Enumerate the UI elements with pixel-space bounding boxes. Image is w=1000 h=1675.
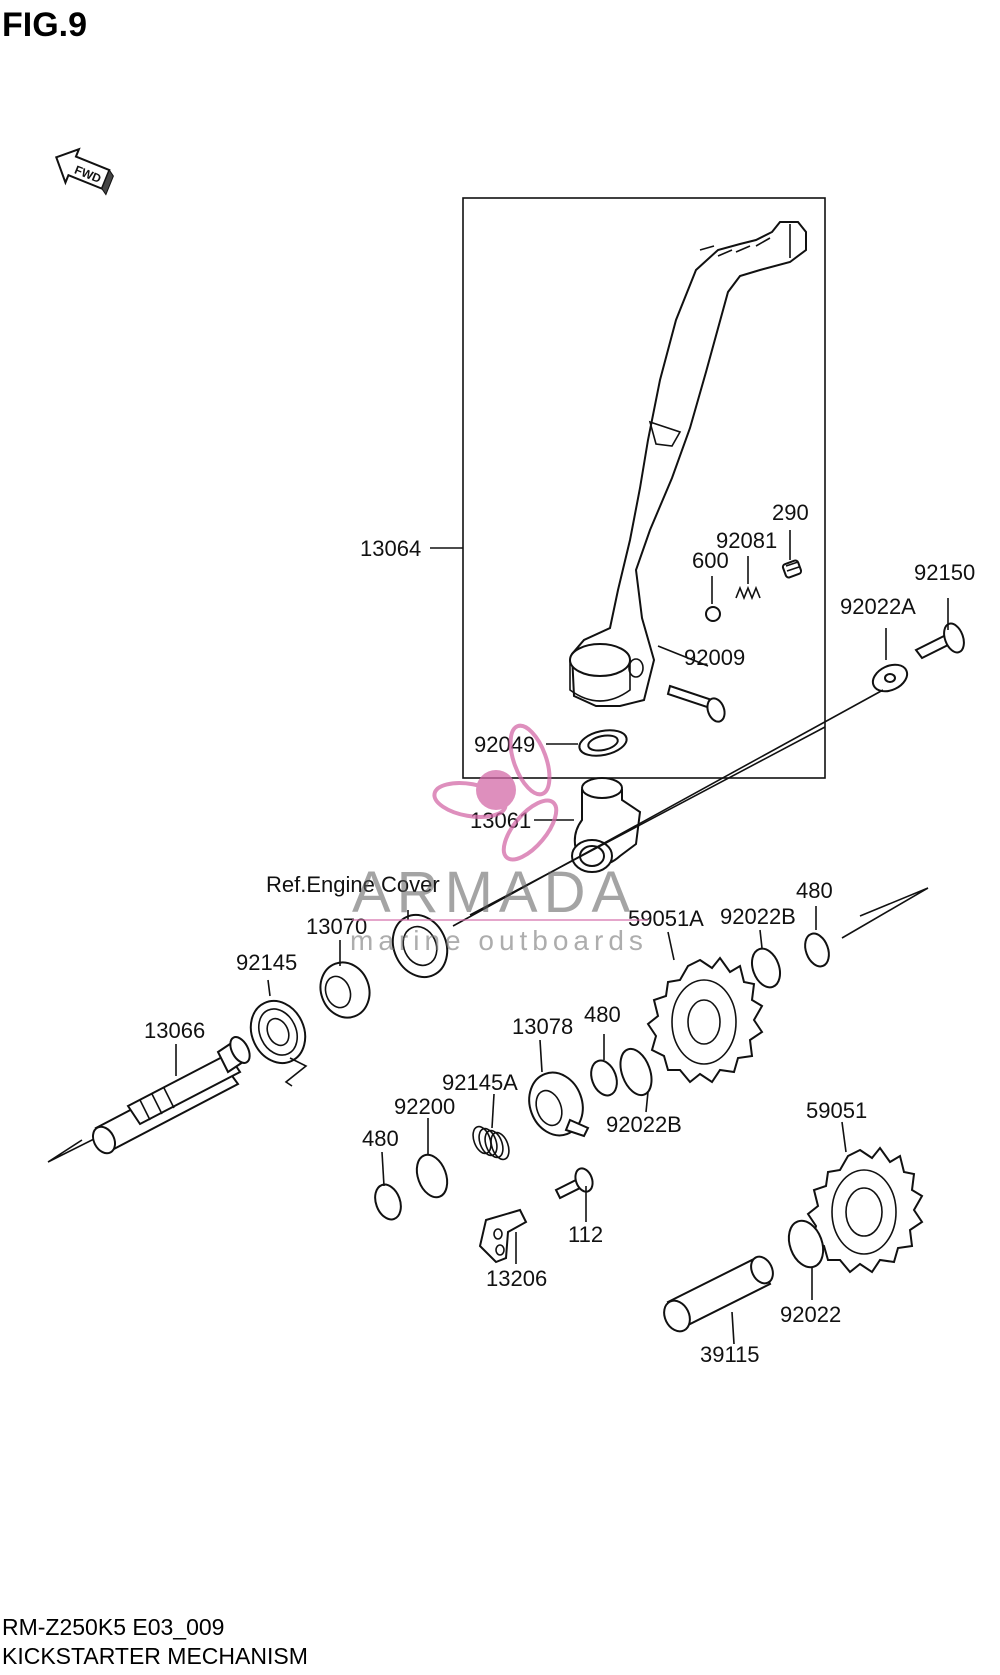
circlip-480-upper-part <box>804 932 830 968</box>
watermark-brand: ARMADA <box>352 860 636 925</box>
washer-92022B-lower-part <box>619 1047 653 1097</box>
part-label-92022B-upper[interactable]: 92022B <box>720 904 796 929</box>
part-label-480-middle[interactable]: 480 <box>584 1002 621 1027</box>
washer-92022-part <box>787 1219 825 1269</box>
part-label-59051[interactable]: 59051 <box>806 1098 867 1123</box>
part-label-92049[interactable]: 92049 <box>474 732 535 757</box>
propeller-logo-icon <box>432 723 559 862</box>
bolt-112-part <box>554 1167 594 1200</box>
part-label-480-upper[interactable]: 480 <box>796 878 833 903</box>
washer-92022A-part <box>871 663 909 693</box>
part-label-92081[interactable]: 92081 <box>716 528 777 553</box>
part-label-13078[interactable]: 13078 <box>512 1014 573 1039</box>
plug-290-part <box>781 559 803 579</box>
oil-seal-92049-part <box>578 729 628 757</box>
axis-end-upper-right <box>841 887 929 939</box>
part-label-13066[interactable]: 13066 <box>144 1018 205 1043</box>
part-label-92022A[interactable]: 92022A <box>840 594 916 619</box>
idle-gear-59051-part <box>806 1146 924 1274</box>
washer-92022B-upper-part <box>750 947 782 989</box>
bolt-92009-part <box>666 684 726 723</box>
guide-13206-part <box>478 1208 528 1264</box>
circlip-480-lower-part <box>374 1183 402 1221</box>
part-label-92200[interactable]: 92200 <box>394 1094 455 1119</box>
collar-13070-part <box>319 961 371 1019</box>
bolt-92150-part <box>914 622 965 660</box>
figure-title: FIG.9 <box>2 6 87 44</box>
spring-92145A-part <box>472 1125 510 1161</box>
shaft-axis-ref <box>469 726 826 916</box>
part-label-600[interactable]: 600 <box>692 548 729 573</box>
washer-92200-part <box>415 1153 449 1199</box>
section-name: KICKSTARTER MECHANISM <box>2 1643 308 1669</box>
part-label-13206[interactable]: 13206 <box>486 1266 547 1291</box>
ball-600-part <box>705 606 721 622</box>
reference-label: Ref.Engine Cover <box>266 872 440 897</box>
part-label-59051A[interactable]: 59051A <box>628 906 704 931</box>
cover-bearing-part <box>391 913 449 979</box>
part-label-39115[interactable]: 39115 <box>700 1342 760 1367</box>
idle-shaft-39115-part <box>663 1255 774 1333</box>
part-label-92150[interactable]: 92150 <box>914 560 975 585</box>
ratchet-13078-part <box>528 1071 590 1138</box>
spring-92081-part <box>735 585 761 601</box>
model-code: RM-Z250K5 E03_009 <box>2 1614 224 1640</box>
part-label-92022[interactable]: 92022 <box>780 1302 841 1327</box>
part-label-480-lower[interactable]: 480 <box>362 1126 399 1151</box>
part-label-290[interactable]: 290 <box>772 500 809 525</box>
kick-shaft-13066-part <box>91 1036 251 1155</box>
part-label-112[interactable]: 112 <box>568 1222 603 1247</box>
kick-gear-59051A-part <box>646 956 764 1084</box>
circlip-480-middle-part <box>590 1059 618 1097</box>
lever-group-frame <box>462 197 826 779</box>
watermark-tagline: marine outboards <box>350 925 648 956</box>
kick-shaft-boss-13061-part <box>571 777 642 873</box>
part-label-92145[interactable]: 92145 <box>236 950 297 975</box>
kick-spring-92145-part <box>249 999 308 1087</box>
part-label-92022B-lower[interactable]: 92022B <box>606 1112 682 1137</box>
axis-end-lower-left <box>47 1137 97 1163</box>
forward-arrow-icon: FWD <box>54 147 114 196</box>
leader-lines <box>175 530 949 1345</box>
part-label-13064[interactable]: 13064 <box>360 536 421 561</box>
kick-lever-part <box>569 221 807 707</box>
part-label-92145A[interactable]: 92145A <box>442 1070 518 1095</box>
part-label-92009[interactable]: 92009 <box>684 645 745 670</box>
part-label-13070[interactable]: 13070 <box>306 914 367 939</box>
